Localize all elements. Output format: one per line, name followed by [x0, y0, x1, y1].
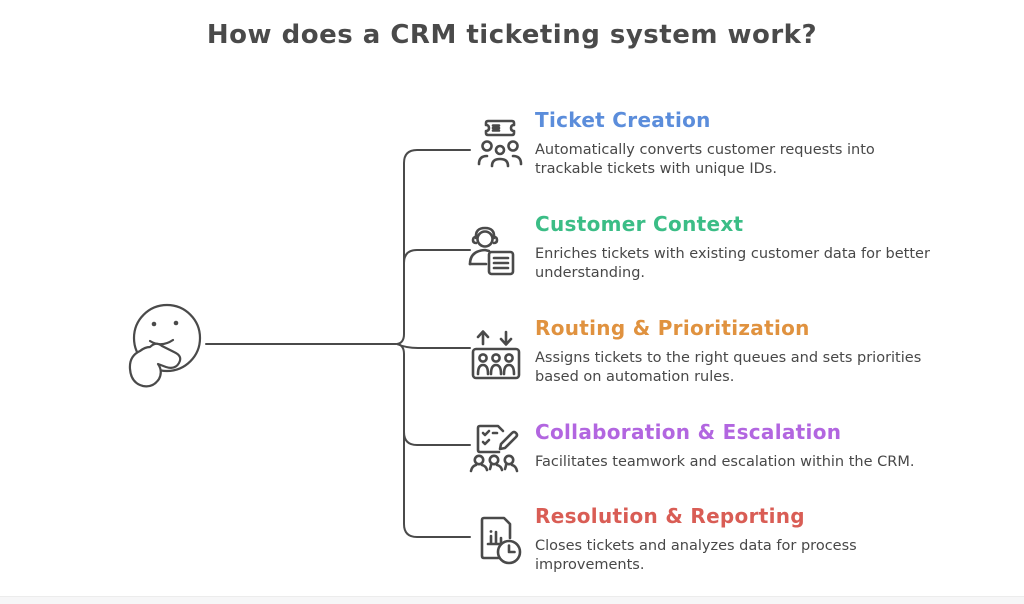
item-description: Closes tickets and analyzes data for pro…	[535, 538, 857, 574]
list-item-collaboration-escalation: Collaboration & Escalation Facilitates t…	[535, 420, 975, 472]
item-description: Assigns tickets to the right queues and …	[535, 350, 922, 386]
list-item-ticket-creation: Ticket Creation Automatically converts c…	[535, 108, 975, 180]
thinking-face-icon	[128, 303, 202, 388]
list-item-resolution-reporting: Resolution & Reporting Closes tickets an…	[535, 504, 975, 576]
support-agent-document-icon	[466, 224, 520, 278]
branch-line-4	[403, 431, 471, 446]
item-description: Automatically converts customer requests…	[535, 142, 875, 178]
checklist-team-icon	[468, 424, 522, 474]
ticket-users-icon	[476, 116, 524, 168]
queue-sort-arrows-icon	[470, 328, 522, 382]
list-item-customer-context: Customer Context Enriches tickets with e…	[535, 212, 975, 284]
page-title: How does a CRM ticketing system work?	[206, 20, 818, 50]
branch-line-3	[396, 343, 471, 349]
item-description: Facilitates teamwork and escalation with…	[535, 454, 915, 470]
branch-line-2	[403, 249, 471, 264]
item-title: Ticket Creation	[535, 108, 711, 132]
list-item-routing-prioritization: Routing & Prioritization Assigns tickets…	[535, 316, 975, 388]
item-title: Collaboration & Escalation	[535, 420, 842, 444]
item-title: Routing & Prioritization	[535, 316, 810, 340]
item-title: Resolution & Reporting	[535, 504, 805, 528]
trunk-line	[396, 149, 471, 538]
footer-strip	[0, 596, 1024, 604]
item-title: Customer Context	[535, 212, 744, 236]
item-description: Enriches tickets with existing customer …	[535, 246, 930, 282]
report-clock-icon	[476, 514, 526, 570]
